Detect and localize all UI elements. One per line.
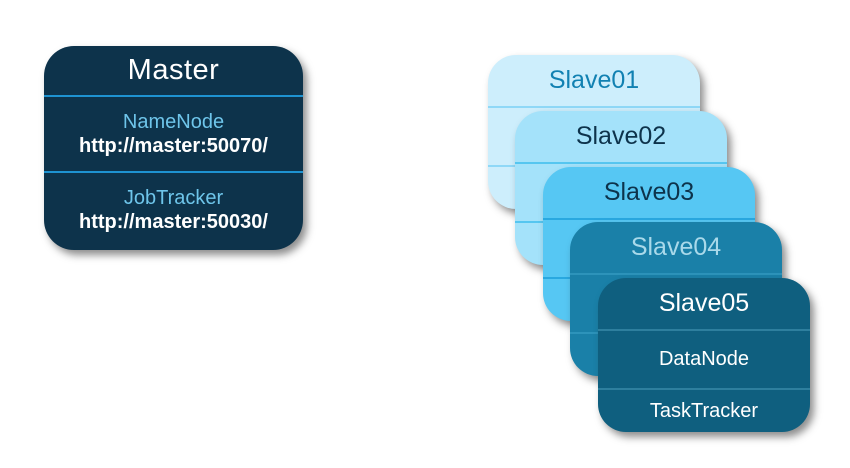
slave-05-title: Slave05 [658,289,750,317]
master-title: Master [127,54,220,86]
master-node-card: Master NameNode http://master:50070/ Job… [44,46,303,250]
slave-02-title: Slave02 [575,122,667,150]
namenode-url: http://master:50070/ [79,134,268,157]
master-title-section: Master [44,46,303,97]
jobtracker-url: http://master:50030/ [79,211,268,233]
slave-04-title: Slave04 [630,233,722,261]
namenode-section: NameNode http://master:50070/ [44,97,303,173]
jobtracker-label: JobTracker [123,187,224,209]
namenode-label: NameNode [122,110,225,133]
slave-card-05: Slave05 DataNode TaskTracker [598,278,810,432]
slave-01-title: Slave01 [548,66,640,94]
slave-05-tasktracker-label: TaskTracker [649,399,759,422]
slave-05-datanode-label: DataNode [658,348,750,370]
slave-03-title: Slave03 [603,178,695,206]
jobtracker-section: JobTracker http://master:50030/ [44,173,303,248]
